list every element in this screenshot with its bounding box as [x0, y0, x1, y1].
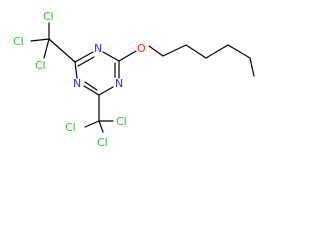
bond-chain-5 [249, 57, 255, 77]
bond-ccl3-top-to-cl-left [30, 38, 50, 42]
chlorine-label-bottom-left: Cl [65, 121, 76, 134]
bond-ccl3-top-to-cl-lower [43, 38, 50, 59]
nitrogen-label-right: N [115, 77, 123, 90]
bond-chain-3 [205, 44, 229, 59]
bond-ring-n-top-c2 [102, 51, 120, 62]
bond-ring-c1-n-top-double [77, 56, 95, 67]
chlorine-label-bottom-right-upper: Cl [116, 115, 127, 128]
nitrogen-label-left: N [73, 77, 81, 90]
chlorine-label-top-left: Cl [13, 35, 24, 48]
bond-chain-2 [185, 44, 207, 59]
bond-ring-to-oxygen [118, 50, 137, 62]
chlorine-label-top-lower: Cl [35, 59, 46, 72]
bond-ring-n-left-c1 [74, 61, 78, 79]
bond-ring-n-right-c3 [98, 86, 114, 96]
oxygen-label: O [137, 42, 146, 55]
structure-diagram: Cl Cl Cl N N N O Cl Cl Cl [13, 10, 255, 149]
bond-ccl3-top-to-ring [48, 38, 76, 63]
bond-oxygen-to-chain [148, 45, 164, 57]
bond-ccl3-bottom-to-cl-left [84, 120, 100, 128]
nitrogen-label-top: N [94, 42, 102, 55]
atom-labels: Cl Cl Cl N N N O Cl Cl Cl [13, 10, 146, 149]
chlorine-label-top-upper: Cl [43, 10, 54, 23]
bonds [30, 22, 255, 133]
bond-chain-1 [162, 44, 187, 57]
bond-ring-c3-n-left [83, 85, 100, 96]
bond-chain-4 [227, 44, 251, 59]
bond-ring-c1-n-top [74, 51, 94, 63]
chlorine-label-bottom-right-lower: Cl [97, 136, 108, 149]
molecule-svg: Cl Cl Cl N N N O Cl Cl Cl [13, 10, 255, 149]
bond-ring-c3-n-left-double [84, 81, 98, 91]
bond-ccl3-bottom-to-cl-right-lower [98, 120, 104, 133]
